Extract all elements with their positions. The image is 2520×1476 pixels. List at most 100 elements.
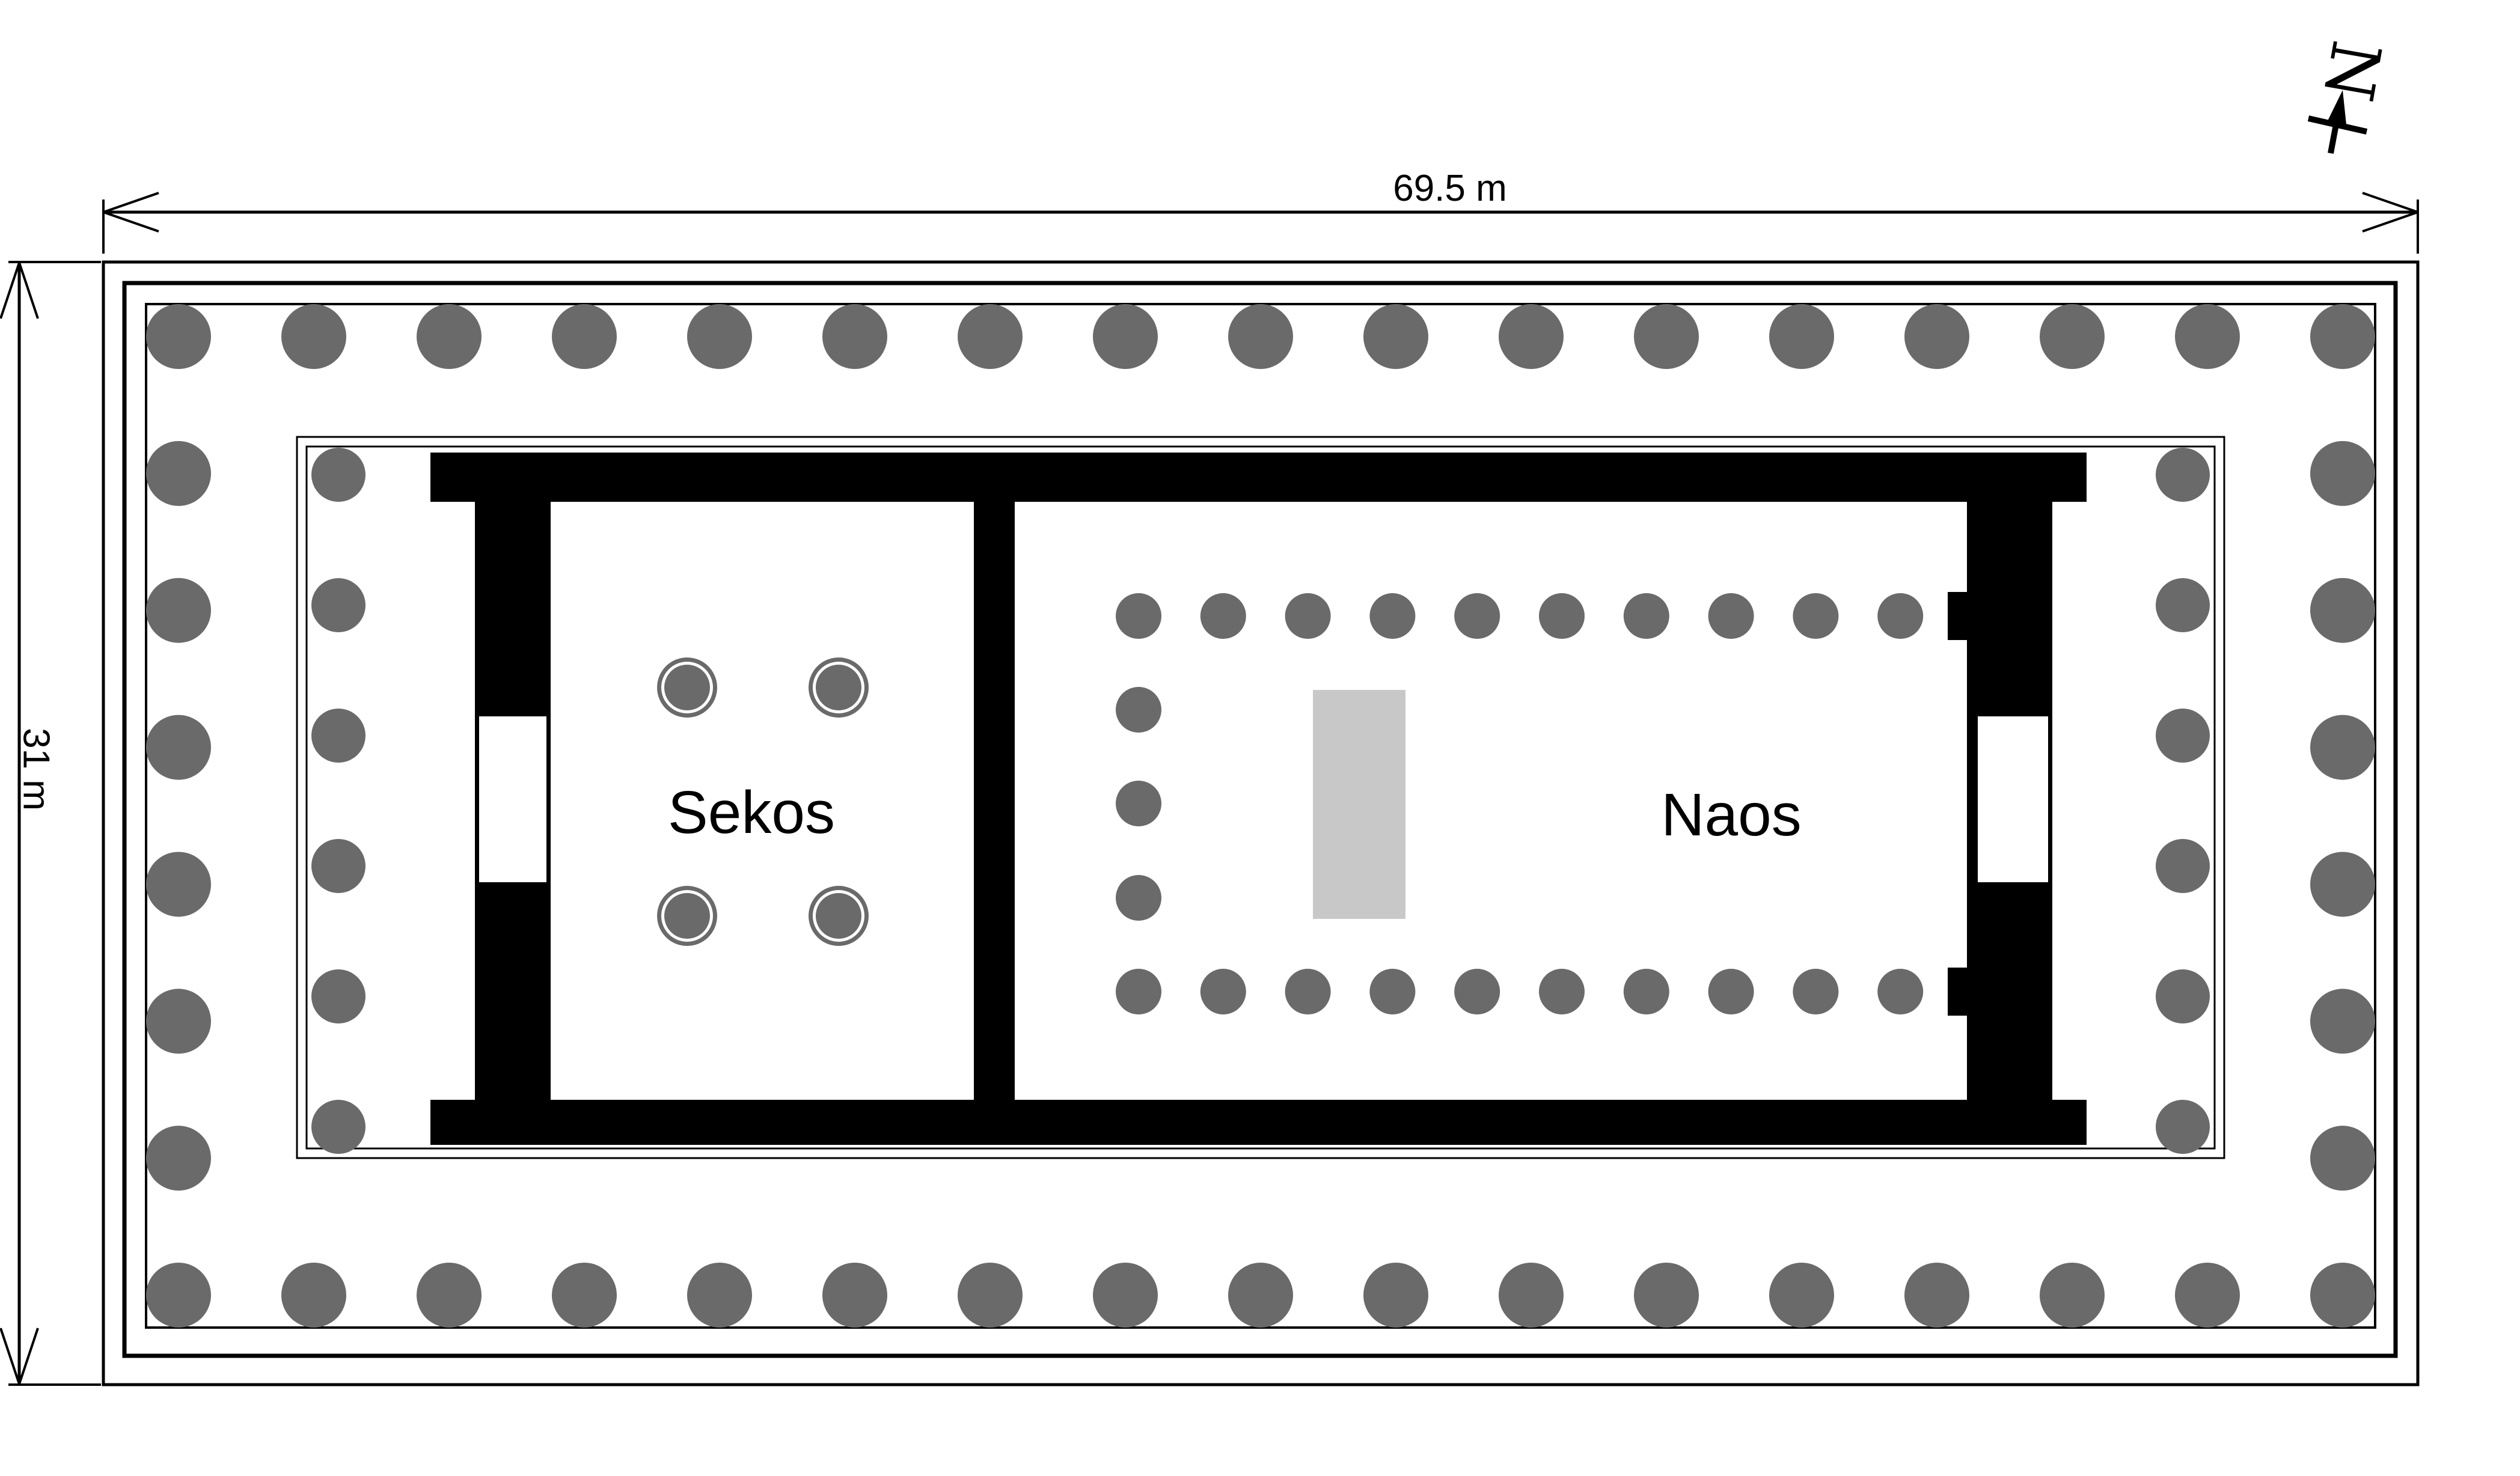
naos-colonnade-column [1200,593,1246,639]
wall-divider [974,502,1015,1100]
sekos-column-inner [816,665,861,710]
statue-base [1313,690,1405,919]
arrowhead-barb [103,192,159,213]
peristyle-column [1228,304,1293,369]
peristyle-column [281,304,346,369]
peristyle-column [1093,1263,1158,1328]
north-indicator [2307,90,2368,154]
cella-platform-outer-rect [296,436,2225,1159]
naos-colonnade-column [1369,593,1416,639]
peristyle-column [2040,1263,2105,1328]
peristyle-column [552,1263,617,1328]
door-opening-west [479,716,546,882]
door-openings [479,716,2048,882]
east-porch-column [2156,709,2210,763]
arrowhead-barb [103,211,159,233]
peristyle-column [1093,304,1158,369]
wall-pilasters [1948,592,1968,1016]
peristyle-column [687,1263,752,1328]
naos-colonnade-column [1877,593,1924,639]
dimension-height-label: 31 m [16,728,57,811]
peristyle-column [958,304,1023,369]
arrowhead-barb [0,262,20,319]
west-porch-column [311,1100,365,1154]
sekos-column-inner [664,665,710,710]
sekos-columns [657,657,869,946]
peristyle-column [146,989,211,1054]
west-porch-column [311,709,365,763]
west-porch-column [311,578,365,632]
peristyle-column [281,1263,346,1328]
peristyle-column [1904,304,1969,369]
cella-platform-inner-rect [305,445,2216,1150]
peristyle-column [1363,1263,1428,1328]
naos-colonnade-column [1116,781,1161,826]
peristyle-column [146,1263,211,1328]
arrowhead-barb [0,1328,20,1385]
north-arrow-crossbar [2307,115,2368,135]
peristyle-column [146,852,211,917]
peristyle-column [1769,304,1834,369]
sekos-column-inner [816,893,861,939]
naos-colonnade-column [1116,969,1161,1014]
peristyle-columns [146,304,2375,1328]
peristyle-column [146,715,211,780]
arrowhead-barb [2362,192,2418,213]
peristyle-column [958,1263,1023,1328]
wall-north [430,453,2087,502]
peristyle-column [1634,1263,1699,1328]
peristyle-column [2310,715,2375,780]
peristyle-column [1769,1263,1834,1328]
peristyle-column [2310,578,2375,643]
peristyle-column [417,304,482,369]
peristyle-column [2310,1126,2375,1191]
peristyle-column [2175,1263,2240,1328]
peristyle-column [2310,1263,2375,1328]
stylobate-borders [102,260,2420,1386]
stylobate-middle-rect [122,281,2398,1358]
peristyle-column [417,1263,482,1328]
peristyle-column [2310,852,2375,917]
statue-base-group [1313,690,1405,919]
naos-colonnade-column [1539,969,1585,1014]
sekos-column-inner [664,893,710,939]
peristyle-column [1499,1263,1564,1328]
arrowhead-barb [18,1328,39,1385]
peristyle-column [822,1263,887,1328]
room-label-sekos: Sekos [668,779,835,846]
porch-columns [311,448,2210,1154]
peristyle-column [552,304,617,369]
east-porch-column [2156,448,2210,502]
naos-colonnade-column [1539,593,1585,639]
peristyle-column [822,304,887,369]
east-wall-pilaster-2 [1948,968,1968,1016]
naos-colonnade-column [1708,593,1754,639]
naos-colonnade-column [1877,969,1924,1014]
naos-colonnade-column [1708,969,1754,1014]
arrowhead-barb [18,262,39,319]
peristyle-column [2040,304,2105,369]
naos-colonnade-column [1285,969,1331,1014]
east-porch-column [2156,839,2210,893]
peristyle-column [146,304,211,369]
arrowhead-barb [2362,211,2418,233]
naos-colonnade-column [1116,875,1161,921]
dimension-width-label: 69.5 m [1393,168,1507,209]
naos-colonnade-column [1793,969,1839,1014]
peristyle-column [2310,441,2375,506]
naos-colonnade-column [1116,687,1161,733]
naos-colonnade-column [1454,969,1500,1014]
peristyle-column [2310,989,2375,1054]
stylobate-outer-rect [102,260,2420,1386]
peristyle-column [1499,304,1564,369]
peristyle-column [687,304,752,369]
east-porch-column [2156,578,2210,632]
peristyle-column [1634,304,1699,369]
naos-colonnade-column [1793,593,1839,639]
naos-colonnade-column [1454,593,1500,639]
naos-colonnade-column [1116,593,1161,639]
naos-colonnade-column [1623,969,1669,1014]
east-porch-column [2156,1100,2210,1154]
peristyle-column [1363,304,1428,369]
